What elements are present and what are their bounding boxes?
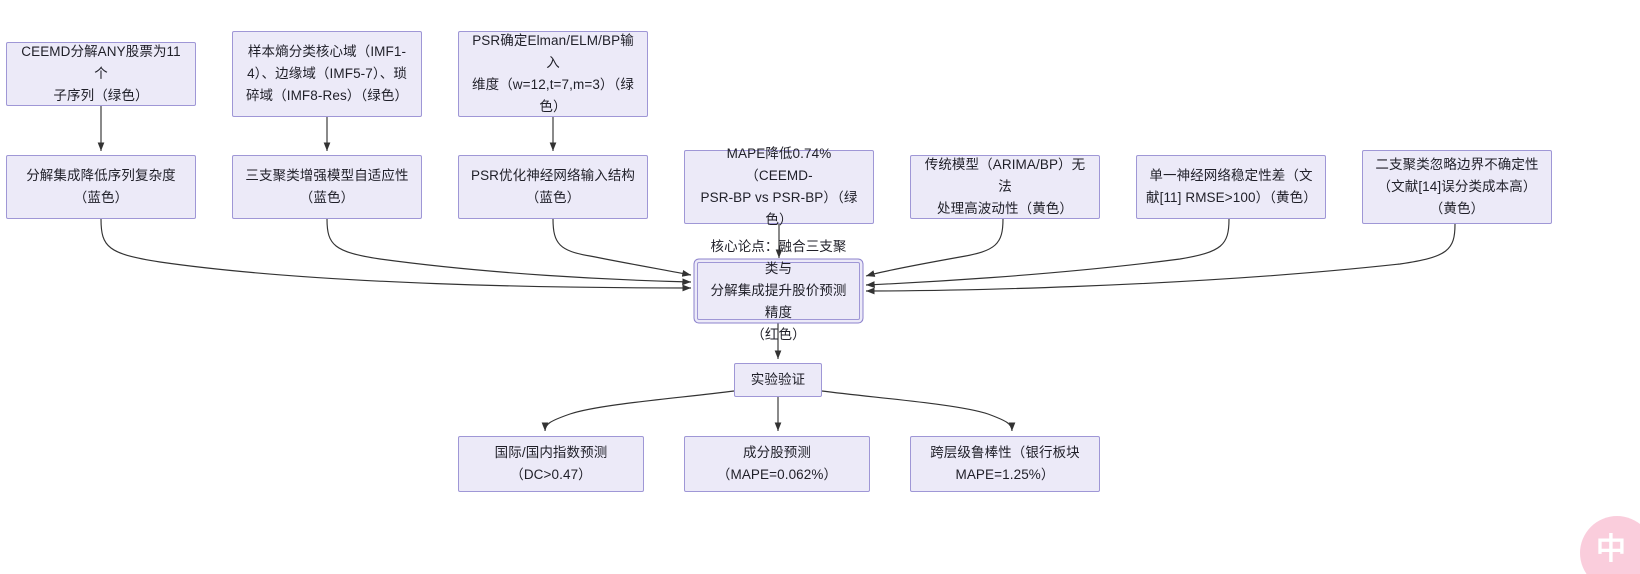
edge-m2-core [326,218,692,286]
edge-group-validation-to-results [541,390,1016,432]
edge-m7-core [865,223,1456,295]
node-experiment-validation[interactable]: 实验验证 [734,363,822,397]
node-premise-3[interactable]: PSR确定Elman/ELM/BP输入 维度（w=12,t=7,m=3）（绿 色… [458,31,648,117]
node-result-1-label: 国际/国内指数预测 （DC>0.47） [494,445,608,482]
node-core-claim[interactable]: 核心论点：融合三支聚类与 分解集成提升股价预测精度 （红色） [697,239,860,342]
node-premise-1[interactable]: CEEMD分解ANY股票为11个 子序列（绿色） [6,42,196,106]
watermark-label: 中 [1596,532,1626,567]
node-middle-6[interactable]: 单一神经网络稳定性差（文 献[11] RMSE>100）（黄色） [1136,155,1326,219]
node-middle-4-label: MAPE降低0.74%（CEEMD- PSR-BP vs PSR-BP）（绿 色… [700,146,858,227]
node-result-1[interactable]: 国际/国内指数预测 （DC>0.47） [458,436,644,492]
node-middle-2[interactable]: 三支聚类增强模型自适应性 （蓝色） [232,155,422,219]
edge-m3-core [552,218,692,277]
edge-m1-core [100,218,692,292]
node-middle-2-label: 三支聚类增强模型自适应性 （蓝色） [245,168,409,205]
node-middle-7[interactable]: 二支聚类忽略边界不确定性 （文献[14]误分类成本高） （黄色） [1362,150,1552,224]
watermark-badge: 中 [1580,516,1640,574]
node-experiment-validation-label: 实验验证 [750,372,806,388]
edge-exp-r1 [541,390,735,432]
node-middle-3[interactable]: PSR优化神经网络输入结构 （蓝色） [458,155,648,219]
node-premise-1-label: CEEMD分解ANY股票为11个 子序列（绿色） [21,44,181,103]
node-premise-2-label: 样本熵分类核心域（IMF1- 4）、边缘域（IMF5-7）、琐 碎域（IMF8-… [245,44,409,103]
node-result-2-label: 成分股预测 （MAPE=0.062%） [716,445,838,482]
node-middle-5[interactable]: 传统模型（ARIMA/BP）无法 处理高波动性（黄色） [910,155,1100,219]
edge-exp-r3 [821,390,1016,432]
node-core-claim-label: 核心论点：融合三支聚类与 分解集成提升股价预测精度 （红色） [710,239,847,342]
node-middle-5-label: 传统模型（ARIMA/BP）无法 处理高波动性（黄色） [924,157,1086,216]
node-result-2[interactable]: 成分股预测 （MAPE=0.062%） [684,436,870,492]
node-result-3[interactable]: 跨层级鲁棒性（银行板块 MAPE=1.25%） [910,436,1100,492]
node-premise-2[interactable]: 样本熵分类核心域（IMF1- 4）、边缘域（IMF5-7）、琐 碎域（IMF8-… [232,31,422,117]
node-middle-4[interactable]: MAPE降低0.74%（CEEMD- PSR-BP vs PSR-BP）（绿 色… [684,146,874,227]
edge-m5-core [865,218,1004,277]
edge-m6-core [865,218,1230,289]
node-middle-1-label: 分解集成降低序列复杂度 （蓝色） [26,168,176,205]
node-result-3-label: 跨层级鲁棒性（银行板块 MAPE=1.25%） [930,445,1080,482]
node-middle-7-label: 二支聚类忽略边界不确定性 （文献[14]误分类成本高） （黄色） [1375,157,1539,216]
node-premise-3-label: PSR确定Elman/ELM/BP输入 维度（w=12,t=7,m=3）（绿 色… [472,33,634,114]
node-middle-3-label: PSR优化神经网络输入结构 （蓝色） [470,168,636,205]
node-middle-6-label: 单一神经网络稳定性差（文 献[11] RMSE>100）（黄色） [1146,168,1317,205]
node-middle-1[interactable]: 分解集成降低序列复杂度 （蓝色） [6,155,196,219]
